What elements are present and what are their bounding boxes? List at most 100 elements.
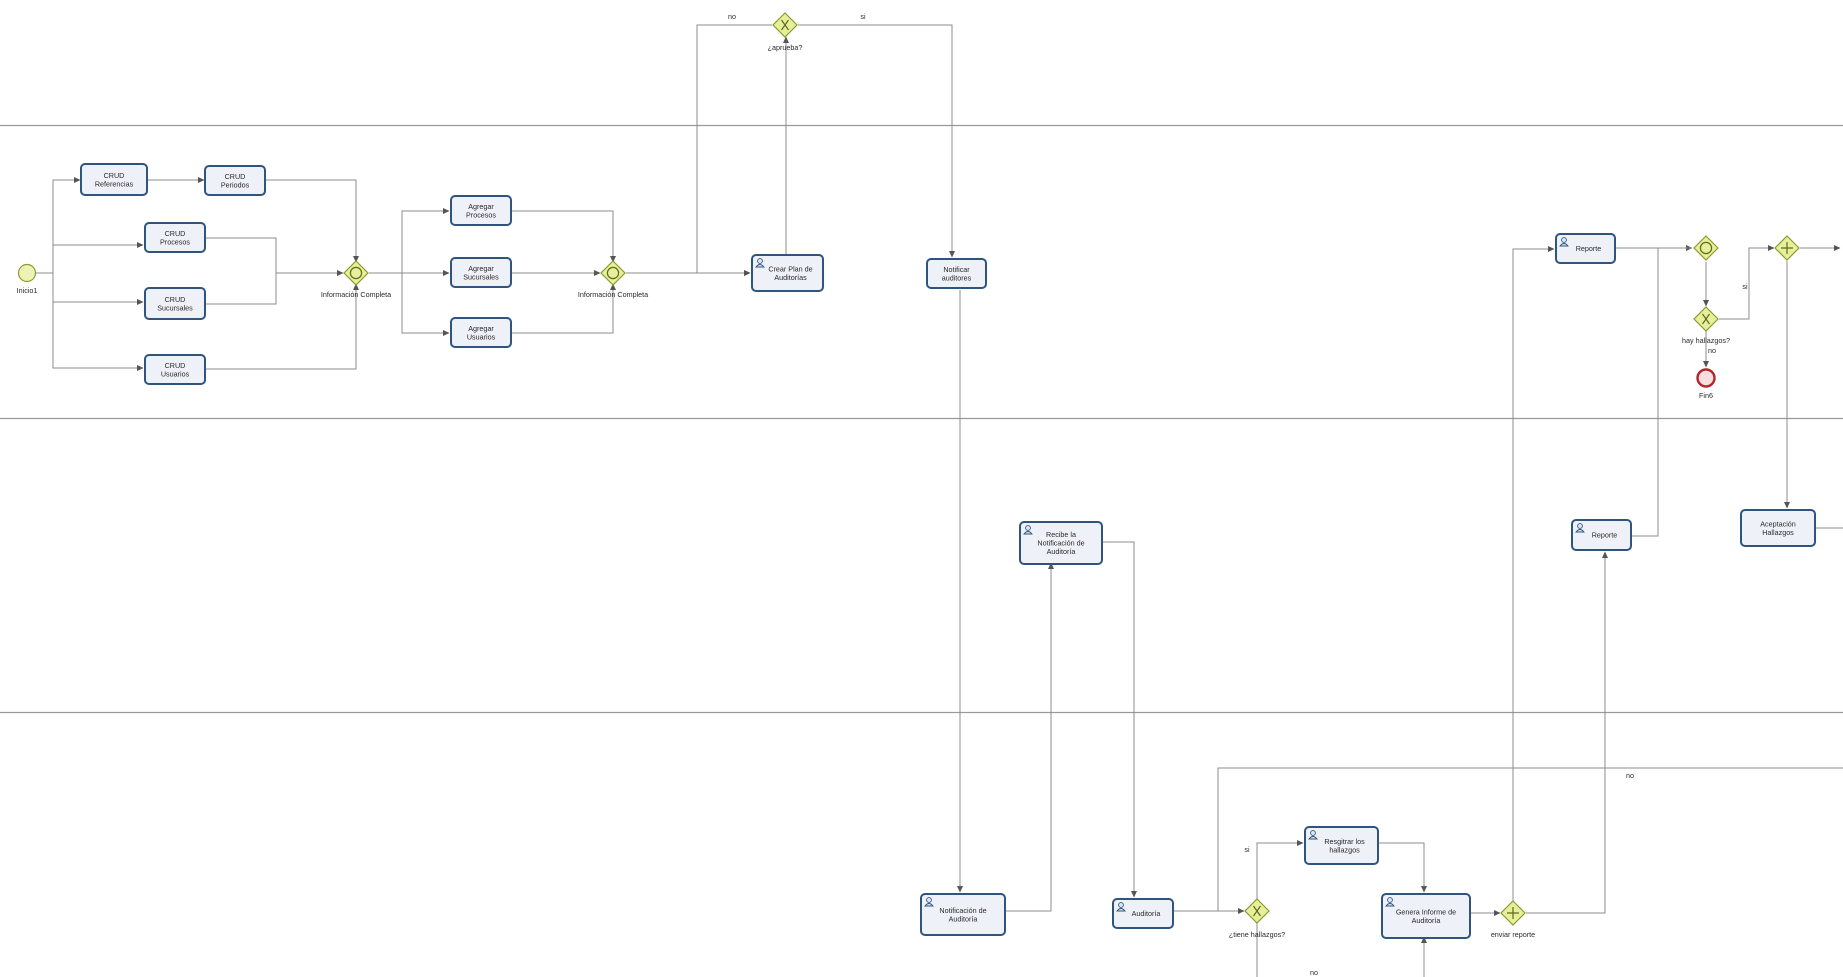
flow-gw1-agregar-procesos [369, 208, 450, 274]
task-box [1555, 233, 1616, 264]
end-event-label: Fin6 [1699, 391, 1713, 400]
task-label-line: CRUD [165, 295, 186, 304]
task-label-line: Reporte [1576, 244, 1602, 253]
end-event-circle [1696, 368, 1716, 388]
task-box [1381, 893, 1471, 939]
task-box [751, 254, 824, 292]
task-reporte-1[interactable]: Reporte [1555, 233, 1616, 264]
task-label-line: Auditorías [774, 273, 807, 282]
user-icon [1385, 897, 1395, 907]
task-label-line: Notificación de [939, 906, 986, 915]
lane-separators [0, 124, 1843, 714]
user-icon [1575, 523, 1585, 533]
task-box [1571, 519, 1632, 551]
task-label-line: Agregar [468, 324, 494, 333]
task-box [144, 354, 206, 385]
user-icon [1308, 830, 1318, 840]
task-label-line: Aceptación [1760, 519, 1796, 528]
flow-label-aprueba-no: no [728, 12, 736, 21]
flow-gw1-agregar-usuarios [401, 273, 450, 336]
task-label-line: Notificar [943, 265, 970, 274]
flow-enviar-reporte-1 [1512, 246, 1555, 901]
task-box [450, 317, 512, 348]
parallel-marker-icon [1781, 242, 1793, 254]
flow-reporte-2-merge [1631, 247, 1692, 537]
inclusive-marker-icon [1699, 241, 1713, 255]
task-label-line: Genera Informe de [1396, 907, 1456, 916]
exclusive-marker-icon [1253, 905, 1261, 917]
gateway-merge-reporte[interactable] [1693, 235, 1719, 261]
parallel-marker-icon [1507, 907, 1519, 919]
task-label-line: Procesos [160, 237, 190, 246]
flow-label-hay-si: si [1742, 282, 1748, 291]
gateway-informacion-completa-1[interactable]: Información Completa [321, 260, 391, 299]
flow-aprueba-si [798, 24, 955, 258]
flow-hay-si [1719, 245, 1775, 320]
gateway-enviar-reporte[interactable]: enviar reporte [1491, 900, 1535, 939]
inclusive-marker-icon [606, 266, 620, 280]
tasks: CRUDReferenciasCRUDPeriodosCRUDProcesosC… [80, 163, 1816, 939]
gateway-label: ¿tiene hallazgos? [1229, 930, 1285, 939]
task-box [1740, 509, 1816, 547]
gateway-label: Información Completa [321, 290, 391, 299]
flow-tiene-no [1256, 923, 1427, 977]
flow-label-loop-no: no [1626, 771, 1634, 780]
exclusive-marker-icon [1702, 313, 1710, 325]
gateway-tiene-hallazgos[interactable]: ¿tiene hallazgos? [1229, 898, 1285, 939]
task-label-line: Resgitrar los [1324, 837, 1365, 846]
task-label-line: Auditoría [1132, 909, 1161, 918]
task-reporte-2[interactable]: Reporte [1571, 519, 1632, 551]
flow-start-referencias [36, 177, 81, 274]
end-event[interactable]: Fin6 [1696, 368, 1716, 401]
flow-start-sucursales [52, 273, 144, 305]
flow-recibe-auditoria [1102, 541, 1137, 898]
flow-procesos-gw1 [206, 237, 344, 276]
task-box [1019, 521, 1103, 565]
task-box [144, 222, 206, 253]
flow-label-tiene-no: no [1310, 968, 1318, 977]
task-box [144, 287, 206, 320]
task-box [450, 195, 512, 226]
start-event-label: Inicio1 [17, 286, 38, 295]
task-label-line: auditores [942, 273, 972, 282]
gateway-informacion-completa-2[interactable]: Información Completa [578, 260, 648, 299]
task-label-line: Agregar [468, 202, 494, 211]
gateway-parallel-top[interactable] [1774, 235, 1800, 261]
task-label-line: Crear Plan de [768, 264, 812, 273]
task-label-line: Auditoría [1412, 916, 1441, 925]
gateway-label: hay hallazgos? [1682, 336, 1730, 345]
task-label-line: Hallazgos [1762, 528, 1794, 537]
user-icon [755, 258, 765, 268]
flow-start-usuarios [52, 273, 144, 371]
task-box [920, 893, 1006, 936]
task-auditoria[interactable]: Auditoría [1112, 898, 1174, 929]
flow-agregar-usuarios-gw2 [512, 283, 616, 334]
user-icon [1116, 902, 1126, 912]
gateway-label: enviar reporte [1491, 930, 1535, 939]
flow-sucursales-gw1 [206, 273, 277, 305]
task-box [80, 163, 148, 196]
start-event[interactable]: Inicio1 [17, 263, 38, 296]
flow-labels: no si si no si no no [728, 12, 1748, 977]
gateway-aprueba[interactable]: ¿aprueba? [768, 12, 803, 52]
gateway-hay-hallazgos[interactable]: hay hallazgos? [1682, 306, 1730, 345]
flow-label-aprueba-si: si [860, 12, 866, 21]
user-icon [1559, 237, 1569, 247]
